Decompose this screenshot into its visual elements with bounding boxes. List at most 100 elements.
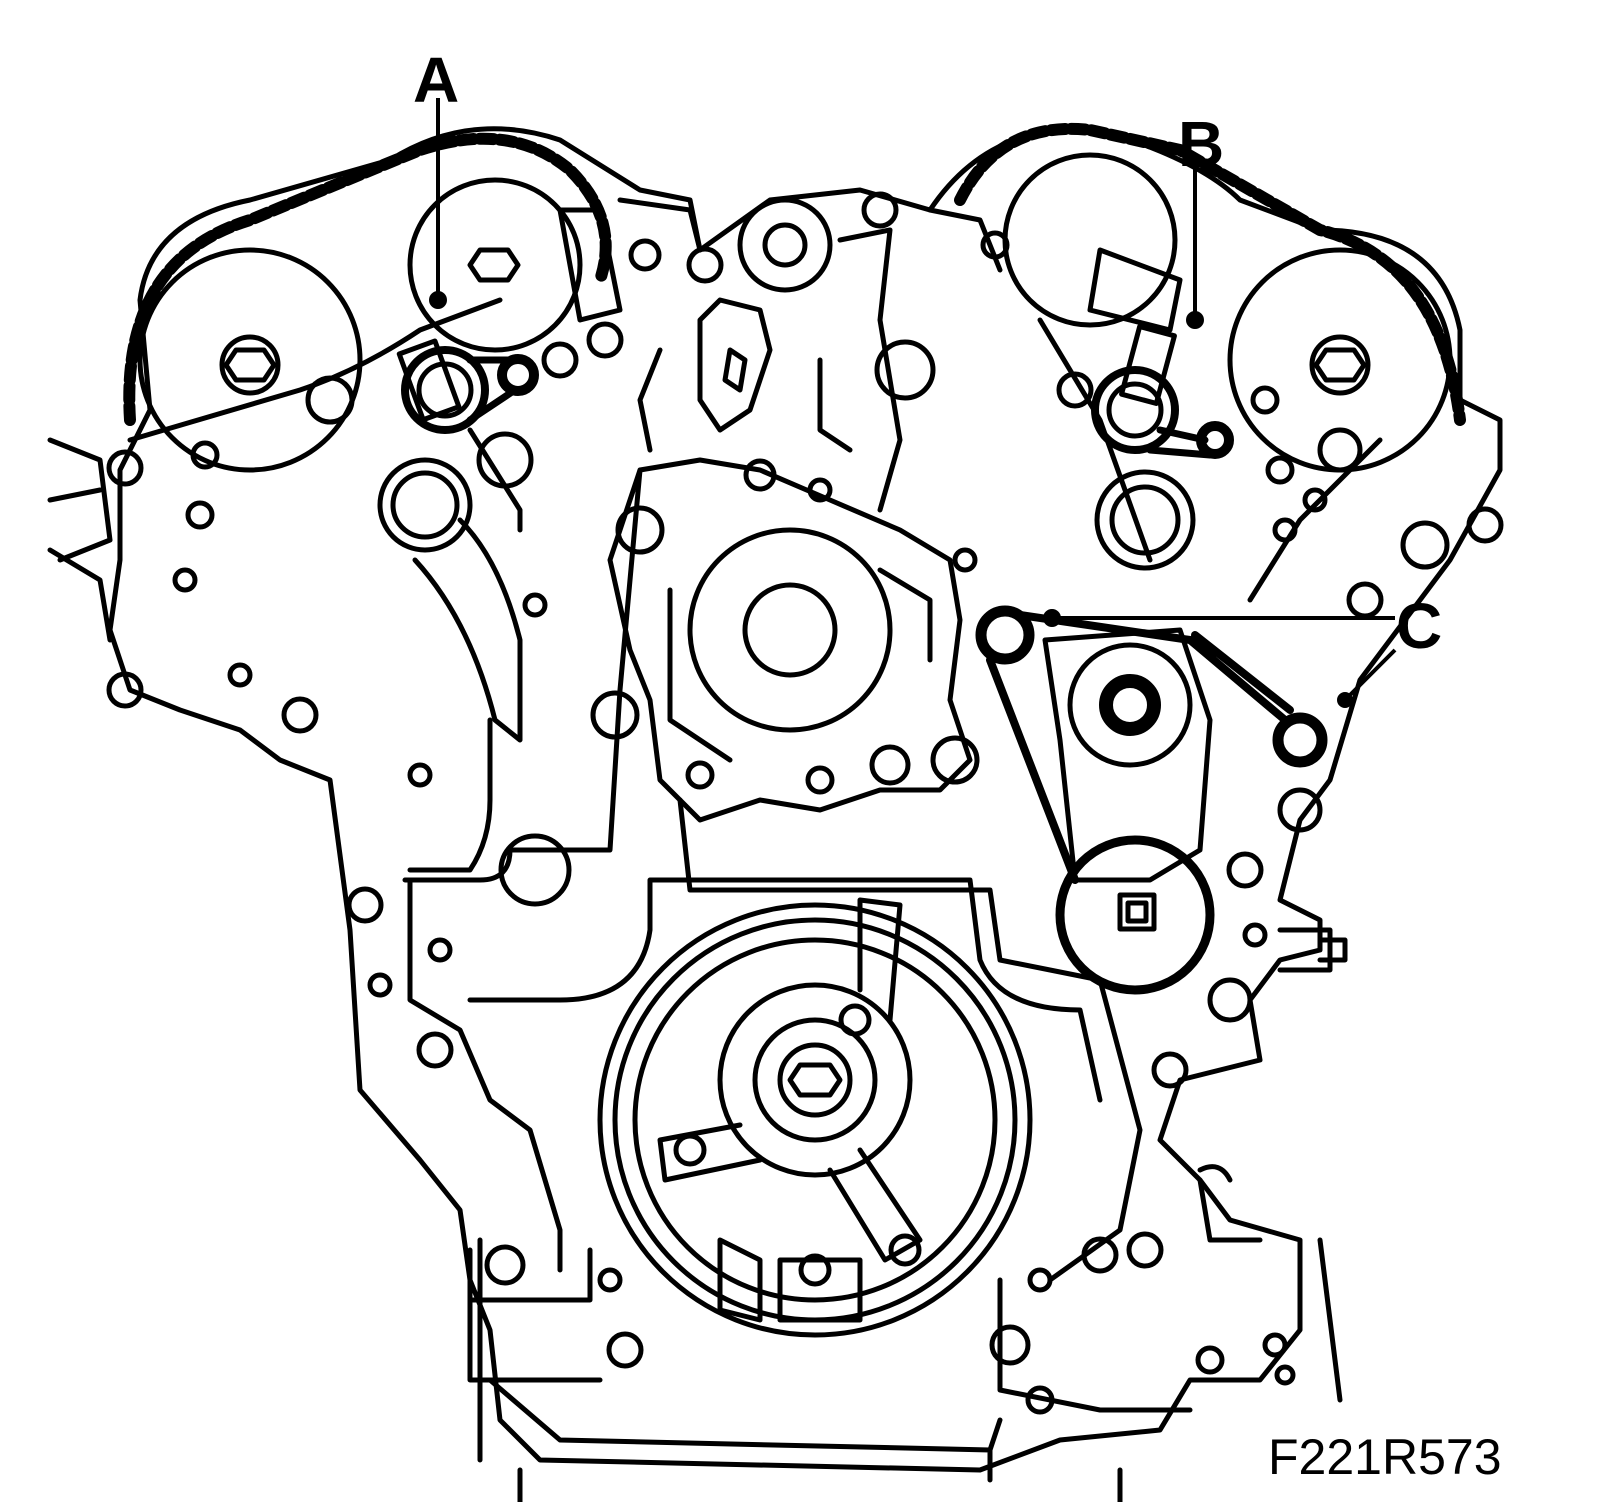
- right-hole-3: [1277, 787, 1323, 833]
- water-pump-hub: [742, 582, 838, 678]
- lower-bolt-4: [1081, 1236, 1119, 1274]
- upper-center-pulley-2: [874, 339, 936, 401]
- left-hole-10: [522, 592, 548, 618]
- right-hole-7: [1265, 455, 1295, 485]
- callout-a: A: [413, 44, 460, 116]
- left-bracket-detail: [557, 197, 703, 323]
- crank-pulley-inner-ring: [632, 937, 998, 1303]
- right-timing-chain: [954, 122, 1466, 426]
- oil-pan-bottom: [487, 1377, 1003, 1483]
- right-idler: [1094, 469, 1196, 571]
- left-hole-1: [305, 375, 355, 425]
- crank-spoke-2: [657, 1122, 763, 1183]
- left-hole-8: [427, 937, 453, 963]
- left-idler-inner: [390, 470, 460, 540]
- crank-hole-4: [798, 1253, 832, 1287]
- dipstick: [1197, 1164, 1263, 1243]
- crank-spoke-1: [857, 897, 903, 1023]
- left-bolt-6: [586, 321, 624, 359]
- right-cam-sprocket-hub: [1309, 334, 1371, 396]
- callout-leaders: [429, 98, 1397, 708]
- left-hole-4: [172, 567, 198, 593]
- pump-bolt-7: [743, 458, 777, 492]
- left-bolt-3: [281, 696, 319, 734]
- lower-bolt-3: [989, 1324, 1031, 1366]
- upper-center-pulley: [737, 197, 833, 293]
- left-cam-bolt: [223, 347, 277, 383]
- pump-bolt-6: [805, 765, 835, 795]
- lower-hole-6: [1274, 1364, 1296, 1386]
- left-upper-sprocket: [407, 177, 583, 353]
- water-pump-pulley: [687, 527, 893, 733]
- lower-hole-4: [1195, 1345, 1225, 1375]
- lower-hole-1: [597, 1267, 623, 1293]
- crank-hub: [752, 1017, 878, 1143]
- upper-center-pulley-inner: [762, 222, 808, 268]
- lower-bolt-2: [606, 1331, 644, 1369]
- right-bolt-7: [1126, 1231, 1164, 1269]
- right-bolt-4: [1346, 581, 1384, 619]
- right-chain-guide: [1037, 317, 1383, 603]
- crank-bolt: [787, 1062, 843, 1098]
- lower-cover-inner-2: [467, 877, 1103, 1103]
- water-pump-flange: [667, 567, 933, 763]
- left-hole-3: [185, 500, 215, 530]
- pump-bolt-9: [952, 547, 978, 573]
- right-hole-8: [1302, 487, 1328, 513]
- lower-case-outline: [477, 1237, 1343, 1502]
- tensioner-b: [1091, 324, 1234, 459]
- right-bolt-3: [1466, 506, 1504, 544]
- engine-cover-outline: [107, 126, 1503, 1473]
- right-cam-bolt: [1313, 347, 1367, 383]
- left-bolt-4: [346, 886, 384, 924]
- right-bolt-1: [861, 191, 899, 229]
- left-hole-2: [190, 440, 220, 470]
- left-arch-inner: [407, 427, 523, 873]
- left-bolt-5: [416, 1031, 454, 1069]
- right-hole-2: [1400, 520, 1450, 570]
- crank-window: [717, 1237, 863, 1323]
- left-chain-guide: [127, 297, 503, 443]
- right-bolt-6: [1151, 1051, 1189, 1089]
- lower-cover-inner: [402, 467, 1143, 1283]
- left-bolt-2: [106, 671, 144, 709]
- crank-pulley-outer: [597, 902, 1033, 1338]
- pump-bolt-1: [615, 505, 665, 555]
- crank-hole-3: [888, 1233, 922, 1267]
- center-web: [637, 227, 903, 513]
- left-cam-sprocket-outer: [137, 247, 363, 473]
- callout-c: C: [1396, 590, 1443, 662]
- right-stud: [1277, 927, 1348, 973]
- left-hole-9: [367, 972, 393, 998]
- crank-hole-2: [673, 1133, 707, 1167]
- left-hole-5: [227, 662, 253, 688]
- left-hole-11: [628, 238, 662, 272]
- left-bolt-7: [686, 246, 724, 284]
- left-cam-sprocket-hub: [219, 334, 281, 396]
- crank-spoke-3: [827, 1147, 923, 1263]
- water-pump-housing: [607, 457, 973, 823]
- left-hole-12: [541, 341, 579, 379]
- right-idler-inner: [1109, 484, 1181, 556]
- pump-bolt-3: [869, 744, 911, 786]
- crank-hub-center: [777, 1042, 853, 1118]
- left-bolt-1: [106, 449, 144, 487]
- left-idler: [377, 457, 473, 553]
- tensioner-c: [975, 605, 1328, 995]
- right-hole-10: [1242, 922, 1268, 948]
- right-hole-4: [1207, 977, 1253, 1023]
- right-hole-9: [1272, 517, 1298, 543]
- crank-hub-outer: [717, 982, 913, 1178]
- left-upper-bolt: [467, 247, 521, 283]
- lower-hole-5: [1262, 1332, 1288, 1358]
- right-bolt-2: [1056, 371, 1094, 409]
- oil-pan-rail: [467, 1247, 1193, 1413]
- lower-hole-2: [1027, 1267, 1053, 1293]
- right-cam-sprocket-outer: [1227, 247, 1453, 473]
- right-bracket-detail: [927, 207, 1183, 333]
- left-guide-rail: [412, 517, 523, 743]
- thermostat-housing: [697, 297, 773, 433]
- left-engine-mount: [47, 437, 113, 643]
- right-bolt-5: [1226, 851, 1264, 889]
